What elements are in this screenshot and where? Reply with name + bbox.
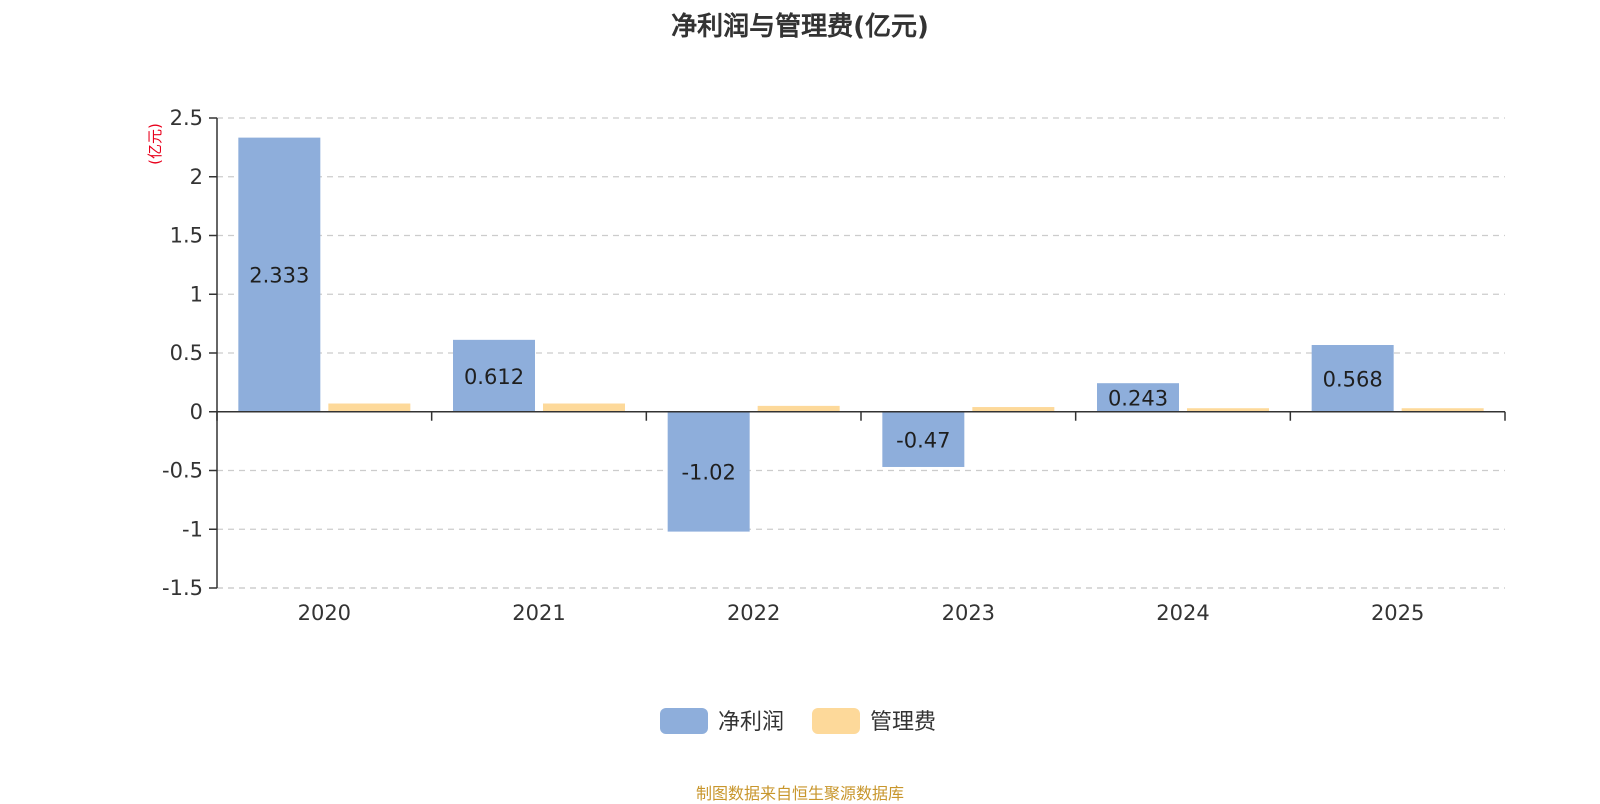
y-tick-label: -1 (182, 517, 203, 541)
bar-admin-expense-2024[interactable] (1187, 408, 1269, 412)
y-tick-label: 2.5 (170, 106, 203, 130)
bar-admin-expense-2021[interactable] (543, 403, 625, 412)
bars (238, 137, 1484, 532)
bar-admin-expense-2025[interactable] (1401, 408, 1484, 412)
data-labels: 2.333 0.612 -1.02 -0.47 0.243 0.568 (249, 264, 1382, 485)
data-label: -1.02 (681, 461, 735, 485)
x-tick-label: 2024 (1156, 601, 1209, 625)
bar-net-profit-2023[interactable] (882, 411, 965, 467)
y-tick-label: 1.5 (170, 224, 203, 248)
bar-net-profit-2025[interactable] (1311, 345, 1394, 412)
legend[interactable]: 净利润 管理费 (660, 708, 936, 735)
bar-net-profit-2022[interactable] (667, 411, 750, 532)
axes: 2.5 2 1.5 1 0.5 0 -0.5 -1 -1.5 (亿元) 2020 2021 2022 20… (146, 106, 1506, 625)
legend-swatch-net-profit[interactable] (660, 708, 708, 734)
bar-net-profit-2024[interactable] (1097, 383, 1179, 412)
chart-title: 净利润与管理费(亿元) (671, 12, 929, 42)
x-tick-label: 2025 (1371, 601, 1424, 625)
bar-net-profit-2021[interactable] (453, 339, 535, 412)
x-tick-label: 2022 (727, 601, 780, 625)
y-tick-label: 0 (190, 400, 203, 424)
y-tick-label: 1 (190, 282, 203, 306)
x-tick-label: 2023 (942, 601, 995, 625)
x-tick-label: 2020 (298, 601, 351, 625)
y-tick-label: -0.5 (162, 459, 203, 483)
y-unit-label: (亿元) (146, 123, 164, 165)
y-tick-label: 2 (190, 165, 203, 189)
data-label: 2.333 (249, 264, 309, 288)
data-label: 0.612 (464, 365, 524, 389)
data-label: 0.568 (1323, 367, 1383, 391)
data-label: -0.47 (896, 428, 950, 452)
bar-admin-expense-2022[interactable] (757, 405, 840, 412)
source-note: 制图数据来自恒生聚源数据库 (695, 784, 904, 803)
y-tick-label: 0.5 (170, 341, 203, 365)
legend-label-net-profit[interactable]: 净利润 (718, 710, 784, 735)
legend-label-admin-expense[interactable]: 管理费 (870, 710, 936, 735)
bar-net-profit-2020[interactable] (238, 137, 321, 412)
bar-admin-expense-2023[interactable] (972, 407, 1055, 412)
grid-lines (217, 117, 1505, 589)
y-tick-label: -1.5 (162, 576, 203, 600)
data-label: 0.243 (1108, 386, 1168, 410)
bar-admin-expense-2020[interactable] (328, 403, 411, 412)
x-tick-label: 2021 (512, 601, 565, 625)
legend-swatch-admin-expense[interactable] (812, 708, 860, 734)
